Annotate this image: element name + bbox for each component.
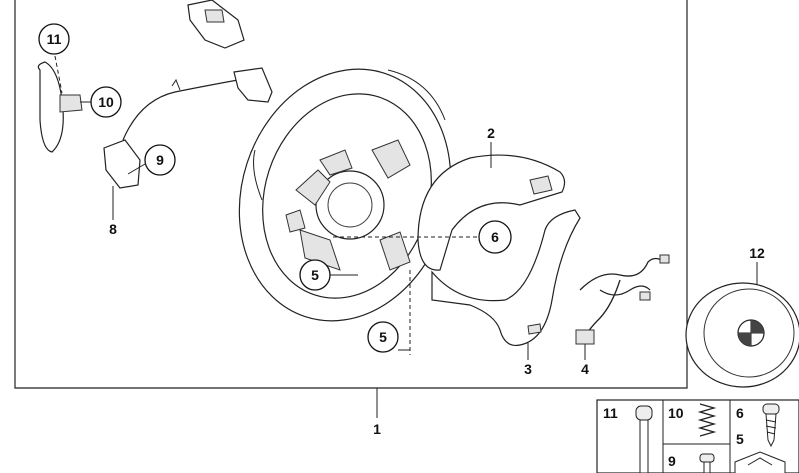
callout-1: 1 [373,421,381,437]
callout-11: 11 [47,31,62,47]
leader-11 [54,55,63,94]
callout-11-circle [38,23,70,55]
switch-unit [103,67,273,189]
callout-10-circle [90,86,122,118]
leader-9 [127,163,146,175]
assembly-frame [14,0,688,389]
steering-wheel [238,68,452,322]
small-parts-legend: 11 10 6 5 9 [596,399,799,473]
screw-part-9 [699,453,715,473]
legend-num-5: 5 [736,431,744,447]
callout-10: 10 [98,94,114,110]
callout-5b-circle [367,321,399,353]
spring-part [697,403,717,437]
callout-5a-circle [299,259,331,291]
clip-part [187,0,245,49]
legend-num-9: 9 [668,453,676,469]
callout-3: 3 [524,361,532,377]
wiring-harness [575,254,670,345]
callout-4: 4 [581,361,589,377]
lower-trim [431,209,581,347]
callout-5b: 5 [379,329,387,345]
shift-paddle [37,61,83,153]
callout-6: 6 [491,229,499,245]
pin-part [635,405,653,473]
screw-part-6 [762,403,780,448]
legend-num-11: 11 [603,405,618,421]
callout-9-circle [144,144,176,176]
airbag-module [685,282,799,388]
cover-plate [417,154,566,271]
legend-num-6: 6 [736,405,744,421]
callout-9: 9 [156,152,164,168]
callout-5a: 5 [311,267,319,283]
fastener-clip-part [734,451,786,473]
callout-2: 2 [487,125,495,141]
callout-6-circle [478,220,512,254]
callout-12: 12 [749,245,765,261]
legend-num-10: 10 [668,405,684,421]
callout-8: 8 [109,221,117,237]
